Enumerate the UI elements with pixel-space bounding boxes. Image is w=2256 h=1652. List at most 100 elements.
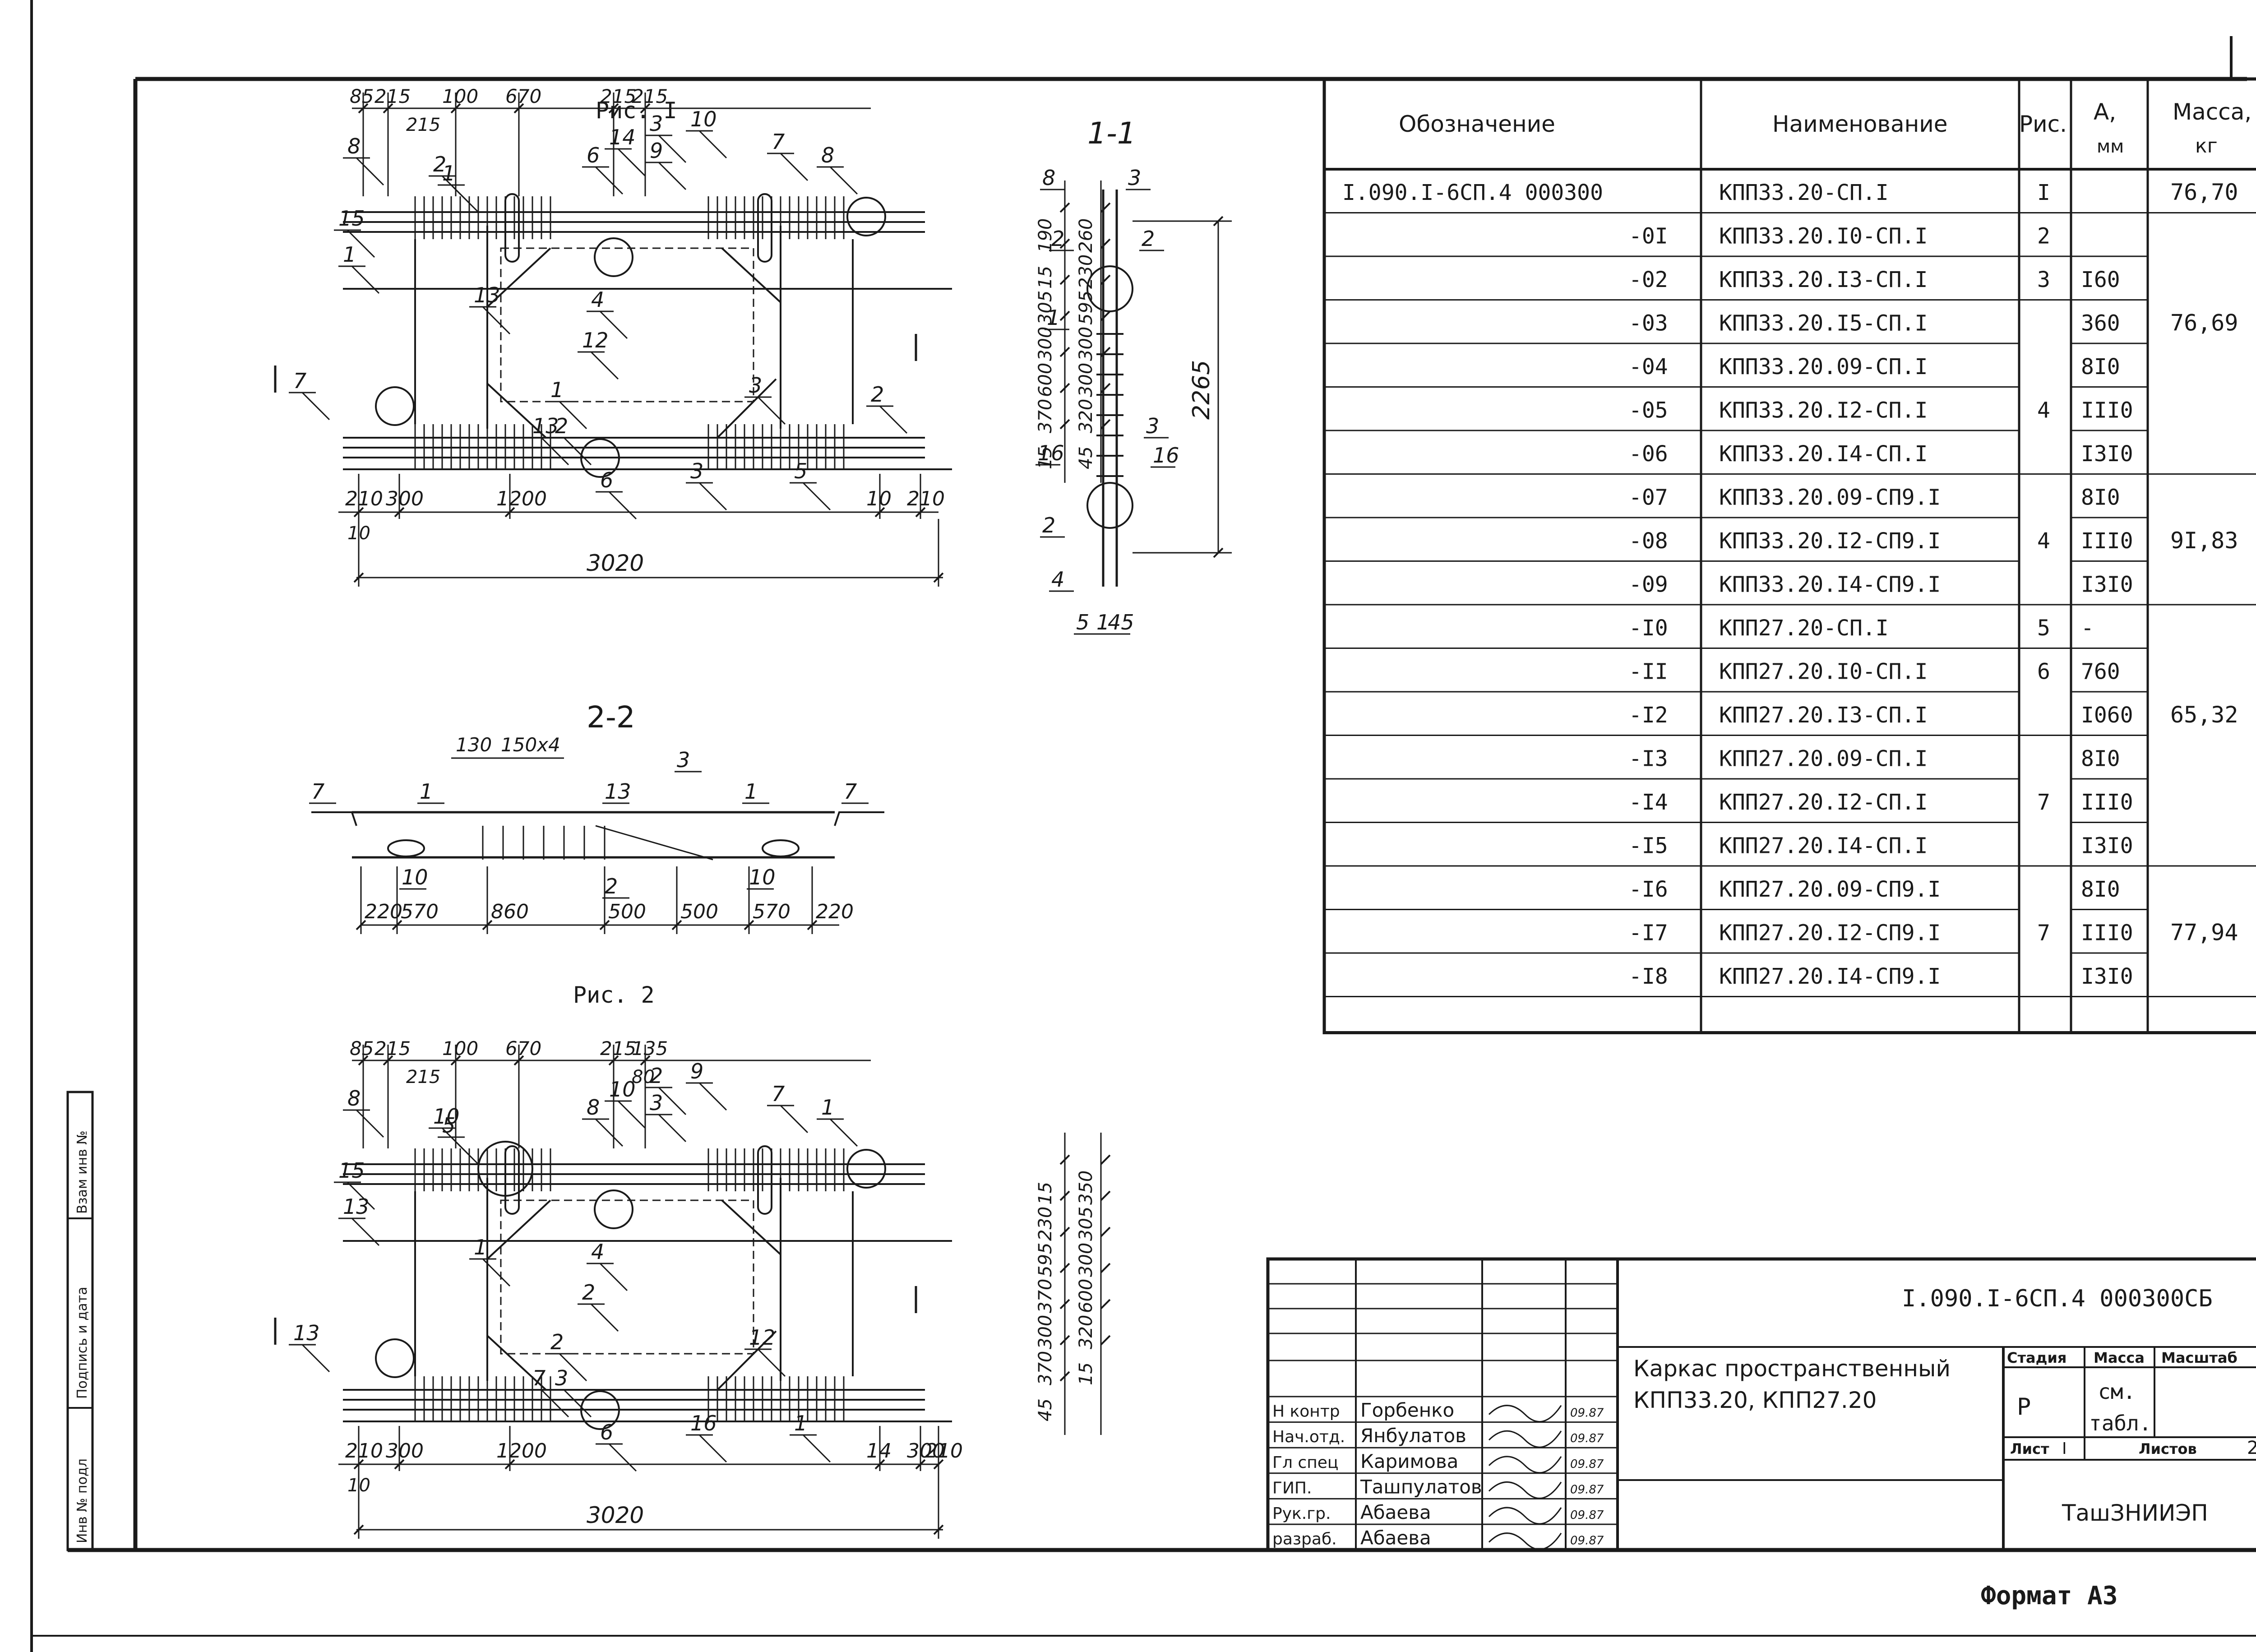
- signature-name: Янбулатов: [1360, 1425, 1466, 1447]
- leader-label: 2: [550, 1330, 564, 1354]
- spec-mass: 76,70: [2170, 179, 2238, 205]
- leader-line: [698, 1434, 727, 1463]
- leader-line: [301, 1344, 330, 1373]
- signature-date: 09.87: [1570, 1483, 1604, 1496]
- leader-label: 3: [650, 1091, 663, 1115]
- detail-callout-7: [846, 1149, 886, 1189]
- leader-line: [829, 166, 858, 195]
- leader-label: 7: [772, 130, 785, 154]
- leader-label: 9: [650, 139, 663, 163]
- spec-a-mm: 8I0: [2081, 746, 2120, 772]
- spec-a-mm: I3I0: [2081, 964, 2133, 989]
- detail-callout-6: [580, 1390, 620, 1430]
- right-dimension-label: 15: [1035, 266, 1056, 289]
- leader-line: [590, 1303, 619, 1332]
- signature-role: ГИП.: [1272, 1479, 1312, 1497]
- spec-name: КПП33.20.09-СП9.I: [1719, 485, 1941, 510]
- diagonal-bar: [717, 378, 777, 439]
- spec-a-mm: 760: [2081, 659, 2120, 685]
- bottom-dimension-label: 14: [866, 1439, 892, 1462]
- leader-label: 1: [343, 242, 356, 267]
- leader-label: 15: [338, 206, 365, 231]
- leader-label: 3: [749, 373, 762, 398]
- top-dimension-label: 100: [442, 1037, 478, 1060]
- spec-header-a-unit: мм: [2097, 136, 2124, 157]
- spec-name: КПП33.20.I5-СП.I: [1719, 311, 1928, 336]
- dimension-tick: [1100, 1299, 1111, 1310]
- dimension-tick: [1100, 1263, 1111, 1273]
- bar-end: [387, 839, 425, 857]
- right-dimension-label: 300: [1076, 1243, 1096, 1277]
- leader-label: 8: [347, 134, 361, 158]
- spec-name: КПП33.20.I3-СП.I: [1719, 267, 1928, 292]
- lifting-loop: [757, 193, 772, 263]
- leader-line: [617, 1100, 646, 1129]
- bottom-dimension-label: 220: [365, 900, 402, 923]
- leader-label: 13: [605, 779, 631, 804]
- spec-name: КПП33.20-СП.I: [1719, 180, 1889, 205]
- detail-callout-3: [375, 1338, 415, 1378]
- signature-date: 09.87: [1570, 1509, 1604, 1522]
- leader-line: [595, 166, 624, 195]
- leader-label: 1: [1096, 610, 1110, 634]
- right-dimension-label: 300: [1076, 327, 1096, 361]
- dimension-tick: [1059, 1299, 1070, 1310]
- leader-label: 2: [1142, 227, 1155, 251]
- spec-figure: 4: [2037, 398, 2050, 423]
- spec-designation: -I8: [1629, 964, 1668, 989]
- leader-line: [802, 1434, 831, 1463]
- leader-line: [590, 351, 619, 380]
- leader-line: [802, 482, 831, 511]
- sheets-label: Листов: [2139, 1440, 2197, 1458]
- leader-label: 15: [338, 1158, 365, 1183]
- section-height-label: 2265: [1188, 360, 1215, 420]
- dimension-tick: [1059, 347, 1070, 357]
- leader-line: [541, 1389, 569, 1418]
- leader-label: 7: [844, 779, 857, 804]
- handwritten-signature: [1488, 1532, 1562, 1550]
- right-dimension-label: 370: [1035, 1351, 1056, 1385]
- leader-label: 9: [690, 1059, 703, 1083]
- leader-line: [301, 392, 330, 421]
- leader-label: 3: [650, 111, 663, 136]
- top-dimension-label: 150x4: [501, 734, 560, 756]
- leader-label: 5: [794, 459, 807, 483]
- dimension-tick: [383, 1055, 393, 1066]
- leader-label: 2: [871, 382, 884, 407]
- spec-name: КПП33.20.I2-СП9.I: [1719, 528, 1941, 554]
- figure-1-title: Рис. I: [596, 97, 677, 124]
- leader-label: 3: [1128, 166, 1141, 190]
- figure-2-title: Рис. 2: [573, 982, 655, 1008]
- detail-callout-3: [375, 386, 415, 426]
- bottom-dimension-label: 210: [925, 1439, 963, 1462]
- spec-designation: -II: [1629, 659, 1668, 685]
- right-dimension-label: 15: [1035, 446, 1056, 469]
- dimension-tick: [358, 103, 369, 114]
- dimension-tick: [1059, 383, 1070, 393]
- bottom-dimension-label: 300: [386, 487, 424, 510]
- detail-callout-5: [477, 1141, 533, 1197]
- right-dimension-label: 600: [1076, 1279, 1096, 1313]
- leader-line: [757, 396, 786, 425]
- leader-label: 3: [677, 748, 690, 772]
- leader-line: [347, 1181, 375, 1210]
- leader-line: [608, 491, 637, 520]
- detail-callout-3: [1086, 482, 1133, 529]
- leader-line: [757, 1348, 786, 1377]
- top-dimension-label: 135: [632, 1037, 668, 1060]
- lifting-loop: [504, 1145, 520, 1215]
- drawing-title-line-1: Каркас пространственный: [1633, 1356, 1951, 1382]
- signature-name: Абаева: [1360, 1527, 1431, 1549]
- mass-header: Масса: [2094, 1349, 2145, 1366]
- spec-name: КПП27.20.I2-СП.I: [1719, 790, 1928, 815]
- spec-a-mm: I3I0: [2081, 441, 2133, 467]
- signature-role: Н контр: [1272, 1402, 1340, 1421]
